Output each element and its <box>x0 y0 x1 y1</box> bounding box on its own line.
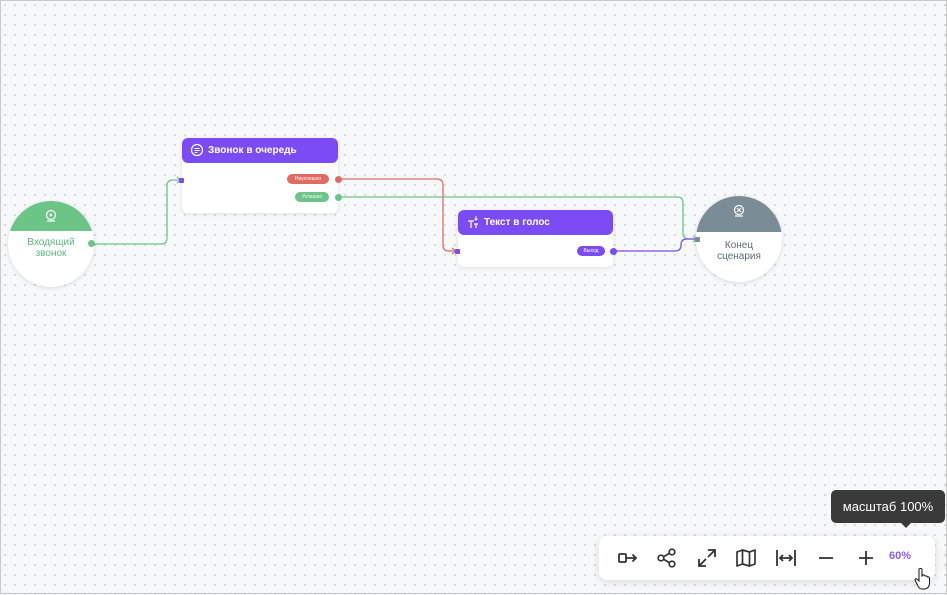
wire-queue-fail-to-tts <box>339 178 457 252</box>
canvas-toolbar: 60% <box>599 536 935 580</box>
queue-block-title: Звонок в очередь <box>208 145 297 156</box>
tts-input-port[interactable] <box>455 249 460 254</box>
expand-icon <box>698 549 716 567</box>
tts-output-port[interactable] <box>610 248 617 255</box>
end-node-input-port[interactable] <box>695 237 700 242</box>
export-button[interactable] <box>615 545 641 571</box>
export-icon <box>618 553 638 563</box>
start-node[interactable]: Входящий звонок <box>8 201 94 287</box>
queue-input-port[interactable] <box>179 178 184 183</box>
end-node-label: Конец сценария <box>696 240 782 262</box>
start-node-label: Входящий звонок <box>8 237 94 259</box>
zoom-in-icon <box>859 551 873 565</box>
fit-width-button[interactable] <box>773 545 799 571</box>
queue-call-icon <box>190 143 204 157</box>
queue-success-port[interactable] <box>335 194 342 201</box>
share-icon <box>657 548 676 568</box>
fit-width-icon <box>776 550 796 566</box>
tts-output[interactable]: Выход <box>577 246 605 256</box>
hand-cursor-icon <box>914 568 930 590</box>
tts-block-header: Текст в голос <box>458 210 613 235</box>
queue-success-output[interactable]: Успешно <box>295 192 329 202</box>
zoom-in-button[interactable] <box>853 545 879 571</box>
map-icon <box>736 549 756 567</box>
share-button[interactable] <box>654 545 680 571</box>
queue-block-header: Звонок в очередь <box>182 138 338 163</box>
incoming-call-icon <box>45 209 57 222</box>
end-node-label-line2: сценария <box>717 251 761 262</box>
start-node-label-line2: звонок <box>35 248 67 259</box>
expand-button[interactable] <box>694 545 720 571</box>
text-to-speech-icon <box>468 216 478 228</box>
zoom-out-icon <box>819 557 833 559</box>
tts-block[interactable]: Текст в голос Выход <box>458 210 613 267</box>
end-node[interactable]: Конец сценария <box>696 196 782 282</box>
start-node-label-line1: Входящий <box>27 237 75 248</box>
zoom-level-button[interactable]: 60% <box>889 550 912 562</box>
queue-failure-port[interactable] <box>335 176 342 183</box>
tts-block-title: Текст в голос <box>484 217 550 228</box>
end-call-icon <box>733 204 745 217</box>
end-node-label-line1: Конец <box>724 240 754 251</box>
wire-start-to-queue <box>92 179 181 245</box>
zoom-tooltip: масштаб 100% <box>831 490 945 528</box>
queue-failure-output[interactable]: Неуспешно <box>287 174 329 184</box>
start-node-output-port[interactable] <box>88 240 95 247</box>
zoom-out-button[interactable] <box>813 545 839 571</box>
queue-block[interactable]: Звонок в очередь Неуспешно Успешно <box>182 138 338 213</box>
wire-tts-to-end <box>614 238 698 252</box>
minimap-button[interactable] <box>733 545 759 571</box>
